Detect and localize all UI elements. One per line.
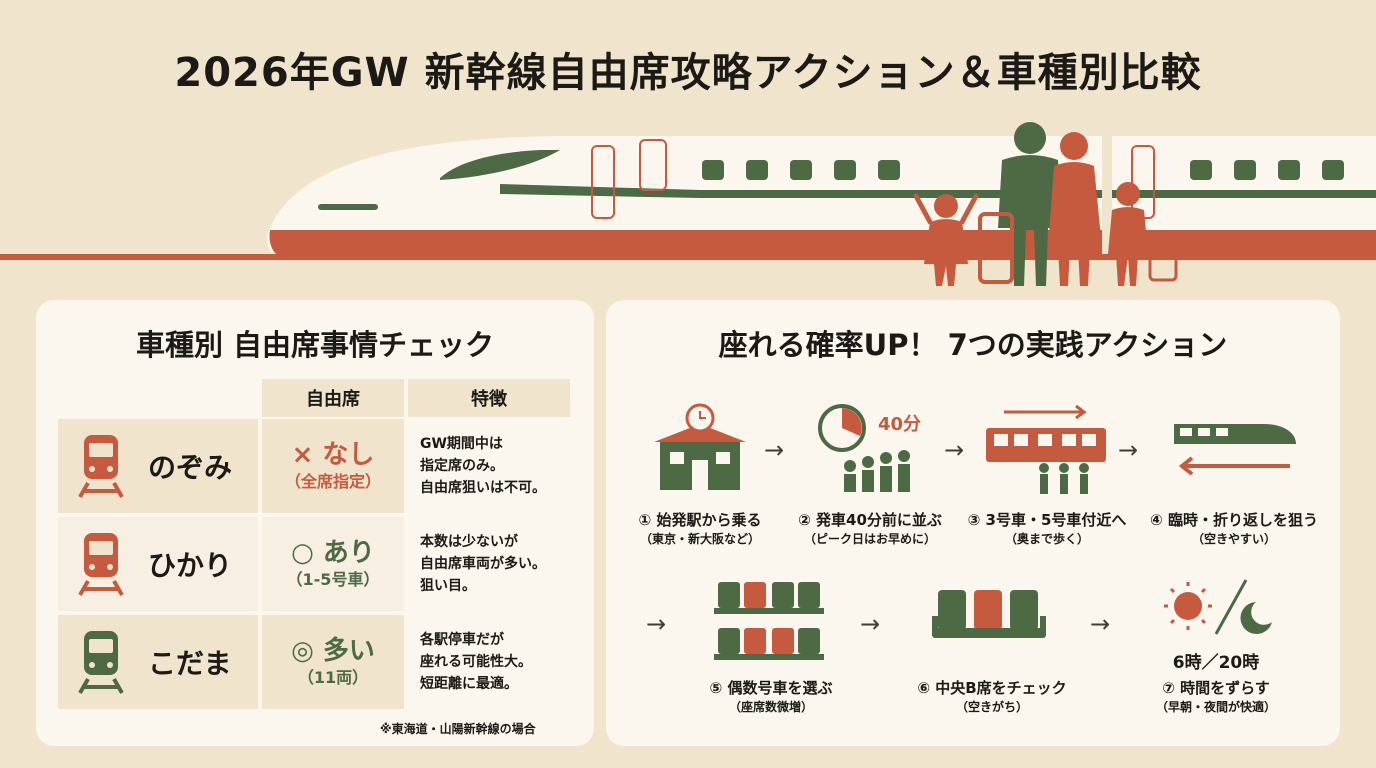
train-row-nozomi: のぞみ bbox=[58, 419, 258, 513]
seat-cell: ○ あり （1-5号車） bbox=[262, 517, 404, 611]
arrow-icon: → bbox=[1090, 610, 1111, 638]
train-name: ひかり bbox=[148, 549, 233, 582]
station-clock-icon bbox=[654, 403, 746, 490]
seat-availability: ○ あり bbox=[291, 538, 375, 568]
feature-cell: 各駅停車だが 座れる可能性大。 短距離に最適。 bbox=[408, 615, 570, 709]
family-icon bbox=[913, 122, 1178, 286]
seat-availability: × なし bbox=[291, 440, 375, 470]
header-feature: 特徴 bbox=[408, 379, 570, 417]
train-front-icon bbox=[78, 631, 124, 694]
action-item-5: ⑤ 偶数号車を選ぶ（座席数微増） bbox=[709, 679, 833, 714]
arrow-icon: → bbox=[860, 610, 881, 638]
return-train-icon bbox=[1174, 424, 1296, 476]
comparison-title: 車種別 自由席事情チェック bbox=[135, 328, 495, 362]
arrow-icon: → bbox=[1118, 436, 1139, 464]
seat-grid-icon bbox=[714, 582, 824, 660]
shinkansen-icon bbox=[0, 128, 1376, 260]
train-row-kodama: こだま bbox=[58, 615, 258, 709]
feature-text: 本数は少ないが 自由席車両が多い。 狙い目。 bbox=[420, 534, 546, 594]
actions-title: 座れる確率UP！ 7つの実践アクション bbox=[718, 328, 1228, 362]
action-item-7: ⑦ 時間をずらす（早朝・夜間が快適） bbox=[1155, 679, 1276, 714]
seat-availability: ◎ 多い bbox=[291, 636, 375, 666]
sun-moon-icon bbox=[1164, 579, 1272, 635]
seat-detail: （全席指定） bbox=[284, 472, 381, 491]
footnote: ※東海道・山陽新幹線の場合 bbox=[380, 722, 536, 736]
train-front-icon bbox=[78, 435, 124, 498]
feature-cell: 本数は少ないが 自由席車両が多い。 狙い目。 bbox=[408, 517, 570, 611]
seat-cell: ◎ 多い （11両） bbox=[262, 615, 404, 709]
arrow-icon: → bbox=[944, 436, 965, 464]
seat-detail: （11両） bbox=[297, 668, 369, 687]
seat-cell: × なし （全席指定） bbox=[262, 419, 404, 513]
action-item-1: ① 始発駅から乗る（東京・新大阪など） bbox=[638, 511, 762, 546]
header-seat: 自由席 bbox=[262, 379, 404, 417]
hero-illustration bbox=[0, 122, 1376, 286]
train-front-icon bbox=[78, 533, 124, 596]
feature-cell: GW期間中は 指定席のみ。 自由席狙いは不可。 bbox=[408, 419, 570, 513]
feature-text: 各駅停車だが 座れる可能性大。 短距離に最適。 bbox=[420, 632, 532, 692]
page-title: 2026年GW 新幹線自由席攻略アクション＆車種別比較 bbox=[174, 50, 1202, 96]
actions-panel bbox=[606, 300, 1340, 746]
action-item-6: ⑥ 中央B席をチェック（空きがち） bbox=[917, 679, 1067, 714]
walk-to-car-icon bbox=[986, 404, 1106, 494]
action-item-4: ④ 臨時・折り返しを狙う（空きやすい） bbox=[1150, 511, 1318, 546]
arrow-icon: → bbox=[646, 610, 667, 638]
action-item-3: ③ 3号車・5号車付近へ（奥まで歩く） bbox=[967, 511, 1127, 546]
timer-badge: 40分 bbox=[878, 414, 922, 435]
seat-detail: （1-5号車） bbox=[286, 570, 380, 589]
action-item-2: ② 発車40分前に並ぶ（ピーク日はお早めに） bbox=[798, 511, 942, 546]
train-name: こだま bbox=[148, 647, 232, 680]
train-name: のぞみ bbox=[148, 451, 233, 484]
middle-seat-icon bbox=[932, 590, 1046, 638]
time-badge: 6時／20時 bbox=[1172, 653, 1260, 673]
feature-text: GW期間中は 指定席のみ。 自由席狙いは不可。 bbox=[420, 436, 546, 496]
queue-timer-icon bbox=[818, 404, 910, 492]
train-row-hikari: ひかり bbox=[58, 517, 258, 611]
arrow-icon: → bbox=[764, 436, 785, 464]
